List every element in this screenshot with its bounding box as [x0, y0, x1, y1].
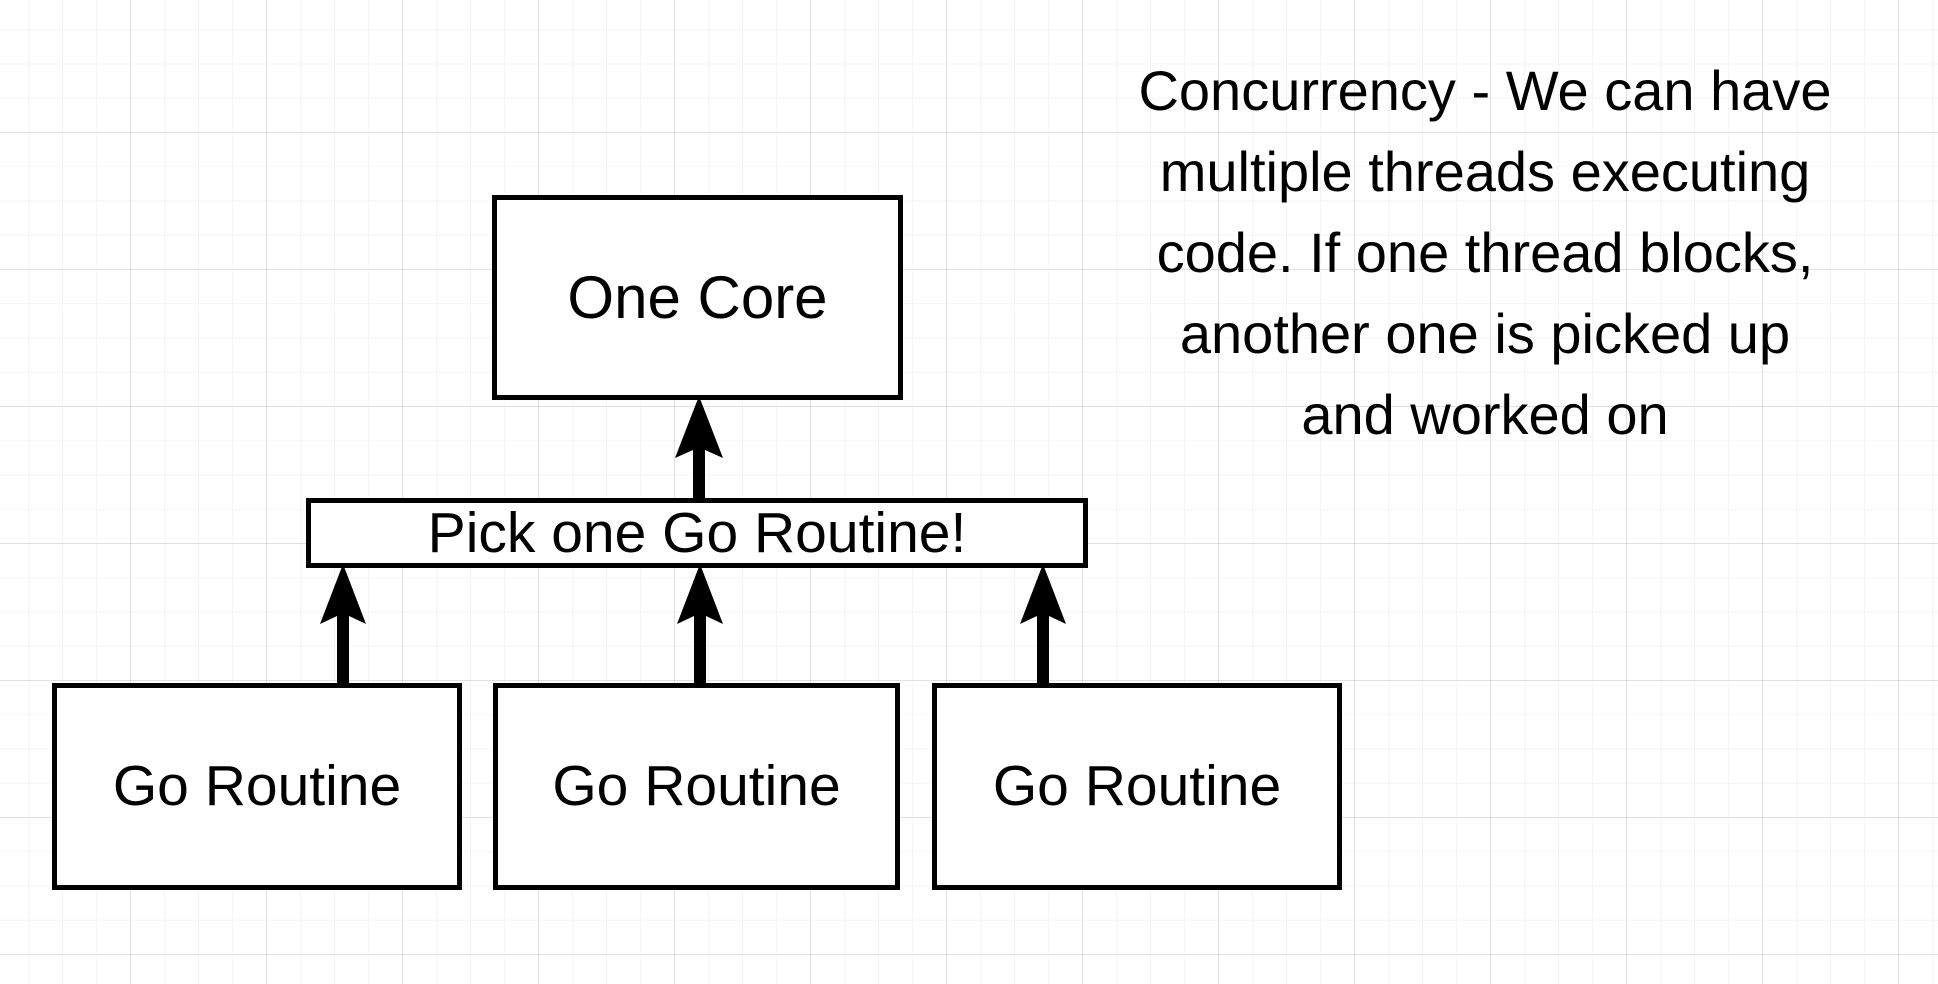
- arrow-goroutine-1-to-scheduler: [677, 564, 723, 686]
- arrow-scheduler-to-one-core: [675, 396, 723, 502]
- caption-line-3: code. If one thread blocks,: [1156, 221, 1814, 284]
- caption-line-2: multiple threads executing: [1159, 140, 1811, 203]
- arrow-goroutine-0-to-scheduler: [320, 564, 366, 686]
- node-scheduler-label: Pick one Go Routine!: [427, 500, 967, 565]
- node-goroutine-2-label: Go Routine: [992, 754, 1282, 818]
- caption-line-5: and worked on: [1301, 383, 1669, 446]
- node-goroutine-0[interactable]: Go Routine: [52, 683, 462, 890]
- concurrency-caption: Concurrency - We can have multiple threa…: [1050, 50, 1920, 455]
- node-goroutine-2[interactable]: Go Routine: [932, 683, 1342, 890]
- node-one-core[interactable]: One Core: [492, 195, 903, 400]
- caption-line-4: another one is picked up: [1179, 302, 1791, 365]
- arrow-goroutine-2-to-scheduler: [1020, 564, 1066, 686]
- caption-line-1: Concurrency - We can have: [1138, 59, 1832, 122]
- node-goroutine-1[interactable]: Go Routine: [493, 683, 900, 890]
- node-goroutine-0-label: Go Routine: [112, 754, 402, 818]
- node-scheduler[interactable]: Pick one Go Routine!: [306, 498, 1088, 568]
- node-one-core-label: One Core: [567, 263, 828, 331]
- node-goroutine-1-label: Go Routine: [552, 754, 841, 818]
